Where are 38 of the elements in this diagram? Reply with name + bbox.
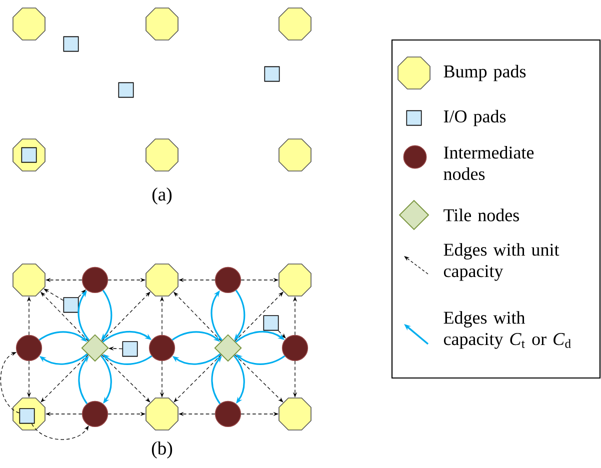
panel-label: (b) — [152, 442, 172, 458]
octagon-pad — [12, 264, 46, 296]
octagon-pad — [146, 398, 178, 430]
square-pad — [63, 297, 79, 313]
circle-node — [82, 266, 108, 294]
legend-label: Intermediate nodes — [444, 146, 534, 180]
circle-node — [16, 334, 42, 362]
square-pad — [122, 341, 138, 357]
circle-node — [282, 334, 308, 362]
octagon-pad — [278, 398, 312, 430]
dashed-arrow — [40, 354, 88, 402]
square-pad — [63, 36, 79, 52]
circle-node — [82, 400, 108, 428]
circle-node — [214, 400, 242, 428]
legend-label: Edges with unit capacity — [444, 243, 560, 281]
square-pad — [263, 315, 279, 331]
circle-node — [214, 266, 242, 294]
square-pad — [21, 147, 37, 163]
legend-label: Edges with capacity C$_{t}$ or C$_{d}$ — [444, 311, 571, 349]
square-pad — [19, 408, 35, 424]
octagon-pad — [146, 8, 178, 40]
octagon-pad — [278, 264, 312, 296]
circle-node — [148, 334, 176, 362]
octagon-pad — [146, 264, 178, 296]
dashed-arrow — [31, 423, 89, 440]
legend-label: I/O pads — [444, 110, 506, 126]
dashed-arrow — [0, 352, 20, 414]
dashed-arrow — [174, 354, 222, 402]
octagon-pad — [146, 138, 178, 172]
octagon-pad — [12, 8, 46, 40]
octagon-pad — [278, 138, 312, 172]
legend-label: Tile nodes — [444, 208, 519, 222]
octagon-pad — [278, 8, 312, 40]
square-pad — [118, 82, 134, 98]
square-pad — [264, 66, 280, 82]
legend-label: Bump pads — [444, 64, 526, 82]
diamond-node — [214, 334, 242, 362]
diamond-node — [81, 334, 109, 362]
